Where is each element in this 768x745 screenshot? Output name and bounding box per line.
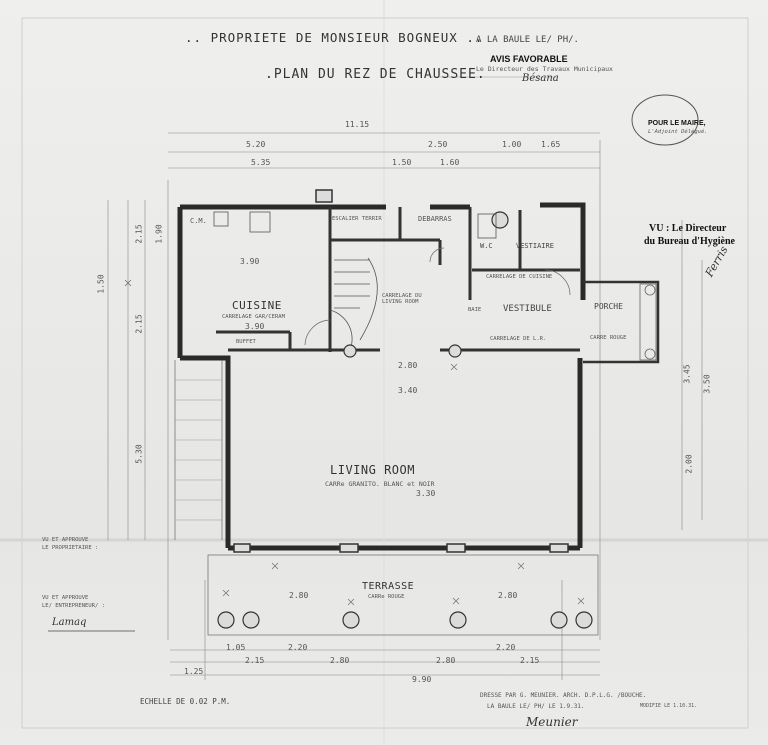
living-room-floor: CARRe GRANITO. BLANC et NOIR	[325, 480, 435, 488]
modified-date: MODIFIE LE 1.10.31.	[640, 703, 698, 709]
contractor-approval-line1: VU ET APPROUVE	[42, 595, 89, 601]
dim-bottom-e: 2.80	[436, 656, 456, 665]
dim-top-b: 2.50	[428, 140, 448, 149]
hygiene-stamp-line1: VU : Le Directeur	[649, 223, 727, 234]
dim-right-b: 3.45	[682, 364, 692, 384]
contractor-approval-line2: LE/ ENTREPRENEUR/ :	[42, 603, 105, 609]
dim-terrace-a: 2.80	[289, 591, 309, 600]
porche-floor: CARRE ROUGE	[590, 335, 627, 341]
avis-favorable-sub: Le Directeur des Travaux Municipaux	[476, 65, 613, 73]
dim-top-c: 1.00	[502, 140, 522, 149]
architect-signature: Meunier	[526, 715, 578, 729]
dim-kitchen-h: 3.90	[240, 257, 260, 266]
dim-left-a: 2.15	[134, 224, 144, 244]
cm-label: C.M.	[190, 217, 207, 225]
dim-left-b: 1.90	[154, 224, 164, 244]
dim-bottom-f: 2.15	[520, 656, 540, 665]
dim-left-e: 5.30	[134, 444, 144, 464]
dim-bottom-d: 2.20	[288, 643, 308, 652]
dim-kitchen-w: 3.90	[245, 322, 265, 331]
maire-stamp-sub: L'Adjoint Délégué.	[648, 129, 708, 135]
owner-approval-line1: VU ET APPROUVE	[42, 537, 89, 543]
avis-favorable-stamp: AVIS FAVORABLE	[490, 54, 568, 64]
dim-right-a: 2.00	[684, 454, 694, 474]
maire-stamp: POUR LE MAIRE,	[648, 120, 706, 127]
terrasse-label: TERRASSE	[362, 581, 415, 592]
architect-line2: LA BAULE LE/ PH/ LE 1.9.31.	[487, 703, 585, 710]
owner-approval-line2: LE PROPRIETAIRE :	[42, 545, 99, 551]
vestibule-label: VESTIBULE	[503, 304, 552, 314]
dim-bottom-g: 1.05	[226, 643, 246, 652]
cuisine-label: CUISINE	[232, 299, 282, 312]
dim-top-f: 1.50	[392, 158, 412, 167]
dim-top-g: 1.60	[440, 158, 460, 167]
dim-bottom-b: 2.15	[245, 656, 265, 665]
wc-label: W.C	[480, 242, 493, 250]
baie-label: BAIE	[468, 307, 482, 313]
dim-bottom-d2: 2.20	[496, 643, 516, 652]
dim-right-c: 3.50	[702, 374, 712, 394]
dim-bottom-a: 1.25	[184, 667, 204, 676]
porche-label: PORCHE	[594, 302, 623, 311]
living-room-label: LIVING ROOM	[330, 463, 415, 477]
dim-top-a: 5.20	[246, 140, 266, 149]
vestiaire-label: VESTIAIRE	[516, 242, 554, 250]
dim-living-h: 3.30	[416, 489, 436, 498]
hygiene-stamp-line2: du Bureau d'Hygiène	[644, 236, 735, 247]
drawing-subtitle: .PLAN DU REZ DE CHAUSSEE.	[265, 67, 486, 82]
dim-top-e: 5.35	[251, 158, 271, 167]
dim-bottom-c: 2.80	[330, 656, 350, 665]
vestibule-floor: CARRELAGE DE L.R.	[490, 336, 547, 342]
dim-living-w: 3.40	[398, 386, 418, 395]
dim-bottom-total: 9.90	[412, 675, 432, 684]
escalier-label: ESCALIER TERRIR	[332, 216, 382, 222]
dim-top-d: 1.65	[541, 140, 561, 149]
dim-terrace-b: 2.80	[498, 591, 518, 600]
dim-living-sub: 2.80	[398, 361, 418, 370]
drawing-title: .. PROPRIETE DE MONSIEUR BOGNEUX ..	[185, 30, 484, 45]
architect-line1: DRESSE PAR G. MEUNIER. ARCH. D.P.L.G. /B…	[480, 692, 647, 699]
dim-left-c: 1.50	[96, 274, 106, 294]
scale-label: ECHELLE DE 0.02 P.M.	[140, 697, 231, 706]
dim-top-total: 11.15	[345, 120, 370, 129]
avis-signature: Bésana	[522, 73, 559, 84]
contractor-signature: Lamaq	[52, 617, 87, 628]
vestiaire-floor: CARRELAGE DE CUISINE	[486, 274, 553, 280]
debarras-label: DEBARRAS	[418, 215, 452, 223]
terrasse-floor: CARRe ROUGE	[368, 594, 405, 600]
buffet-label: BUFFET	[236, 339, 256, 345]
cuisine-floor: CARRELAGE GAR/CERAM	[222, 314, 285, 320]
dim-left-d: 2.15	[134, 314, 144, 334]
drawing-title-location: A LA BAULE LE/ PH/.	[476, 35, 579, 45]
living-floor-stair: CARRELAGE DU LIVING ROOM	[382, 293, 422, 305]
